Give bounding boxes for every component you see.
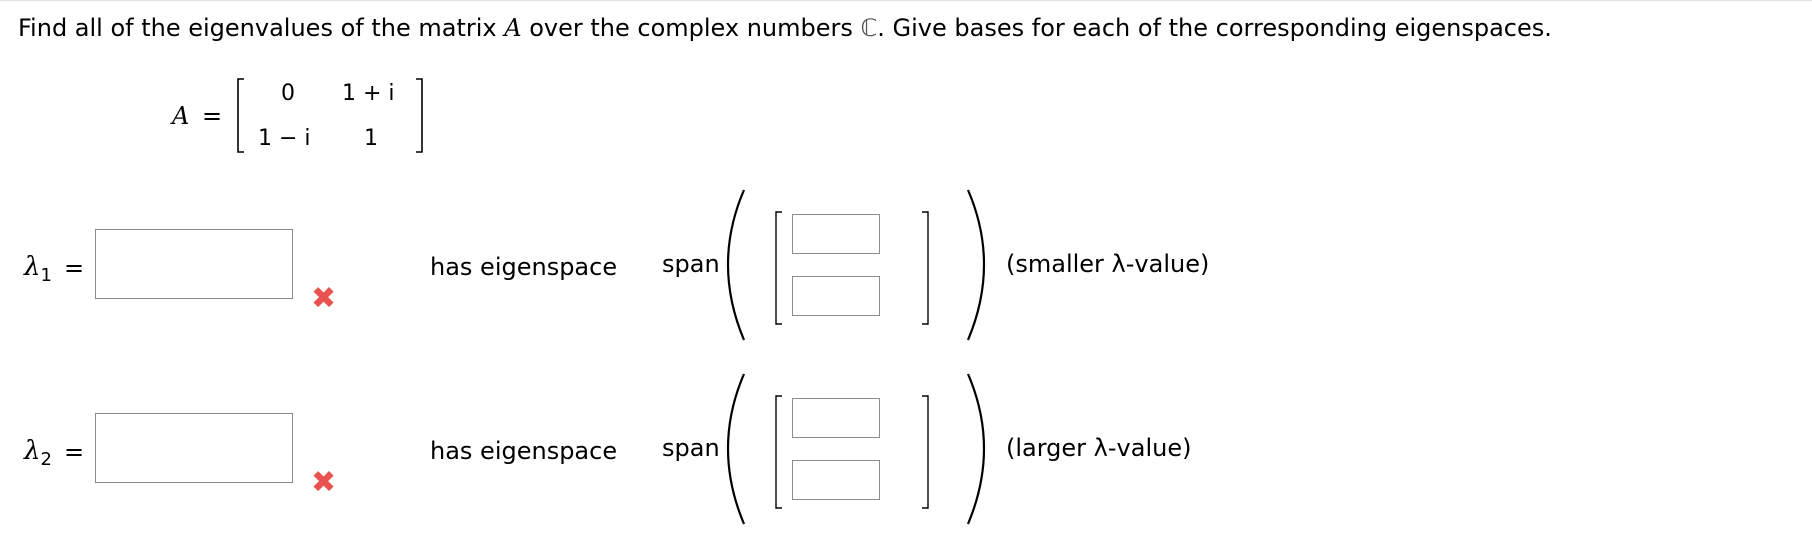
matrix-equals: = — [202, 102, 223, 130]
matrix-label: A — [172, 102, 190, 130]
span-2-label: span — [662, 434, 720, 462]
lambda-1-label: λ1 — [24, 252, 52, 287]
top-divider — [0, 0, 1812, 1]
matrix-entry-1-1: 0 — [281, 81, 295, 106]
question-prefix: Find all of the eigenvalues of the matri… — [18, 14, 505, 42]
eigenvalue-1-input[interactable] — [95, 229, 293, 299]
matrix-symbol: A — [504, 14, 522, 42]
has-eigenspace-1-label: has eigenspace — [430, 253, 618, 281]
lambda-2-label: λ2 — [24, 436, 52, 471]
span-1-brackets — [726, 189, 986, 341]
lambda-2-equals: = — [64, 438, 85, 466]
matrix-brackets — [237, 78, 423, 153]
eigenvector-1-component-1-input[interactable] — [792, 214, 880, 254]
lambda-1-subscript: 1 — [40, 265, 52, 287]
row-2-note: (larger λ-value) — [1006, 434, 1192, 462]
question-text: Find all of the eigenvalues of the matri… — [18, 14, 1552, 42]
row-1-note: (smaller λ-value) — [1006, 250, 1210, 278]
matrix-entry-1-2: 1 + i — [342, 81, 395, 106]
eigenvalue-2-input[interactable] — [95, 413, 293, 483]
question-middle: over the complex numbers — [521, 14, 861, 42]
span-1-label: span — [662, 250, 720, 278]
lambda-2-subscript: 2 — [40, 449, 52, 471]
span-2-brackets — [726, 373, 986, 525]
matrix-entry-2-1: 1 − i — [258, 126, 311, 151]
eigenvector-2-component-1-input[interactable] — [792, 398, 880, 438]
lambda-1-equals: = — [64, 254, 85, 282]
eigenvector-1-component-2-input[interactable] — [792, 276, 880, 316]
eigenvector-2-component-2-input[interactable] — [792, 460, 880, 500]
close-x-icon: ✖ — [311, 281, 337, 316]
question-suffix: . Give bases for each of the correspondi… — [877, 14, 1552, 42]
has-eigenspace-2-label: has eigenspace — [430, 437, 618, 465]
matrix-entry-2-2: 1 — [364, 126, 378, 151]
complex-field-symbol: ℂ — [860, 14, 878, 42]
close-x-icon: ✖ — [311, 465, 337, 500]
